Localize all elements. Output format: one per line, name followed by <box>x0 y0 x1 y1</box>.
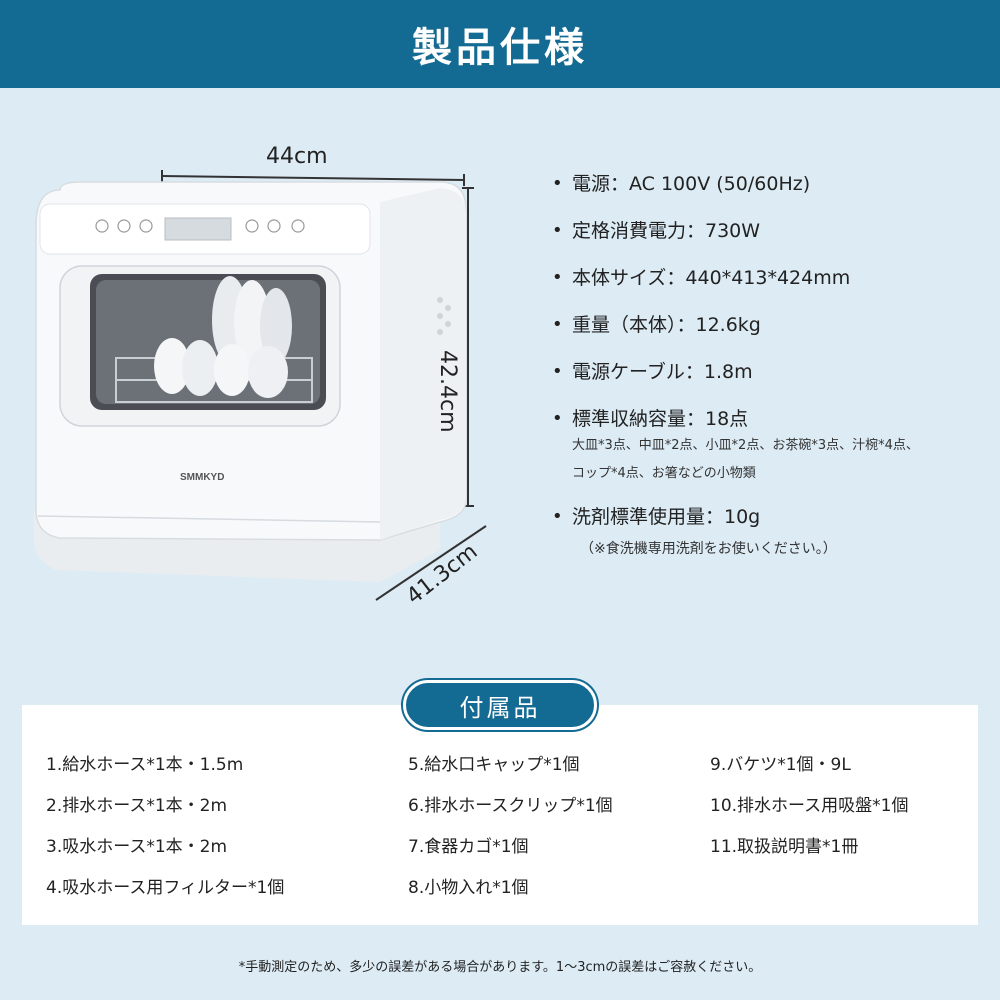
accessory-item: 11.取扱説明書*1冊 <box>710 837 859 857</box>
page-title: 製品仕様 <box>412 25 588 71</box>
accessories-column-3: 9.バケツ*1個・9L 10.排水ホース用吸盤*1個 11.取扱説明書*1冊 <box>710 752 909 875</box>
accessory-item: 3.吸水ホース*1本・2m <box>46 837 228 857</box>
accessory-item: 10.排水ホース用吸盤*1個 <box>710 796 909 816</box>
brand-logo: SMMKYD <box>180 472 224 483</box>
spec-item-detergent: 洗剤標準使用量：10g <box>552 503 992 531</box>
spec-list: 電源：AC 100V (50/60Hz) 定格消費電力：730W 本体サイズ：4… <box>552 170 992 558</box>
spec-item-power: 電源：AC 100V (50/60Hz) <box>552 170 992 198</box>
accessory-item: 1.給水ホース*1本・1.5m <box>46 755 244 775</box>
spec-item-cable: 電源ケーブル：1.8m <box>552 358 992 386</box>
accessories-title-badge: 付属品 <box>403 680 597 730</box>
spec-item-weight: 重量（本体）：12.6kg <box>552 311 992 339</box>
accessories-column-2: 5.給水口キャップ*1個 6.排水ホースクリップ*1個 7.食器カゴ*1個 8.… <box>408 752 613 916</box>
accessory-item: 5.給水口キャップ*1個 <box>408 755 580 775</box>
dishwasher-image: SMMKYD <box>34 170 487 601</box>
accessory-item: 8.小物入れ*1個 <box>408 878 529 898</box>
spec-detergent-note: （※食洗機専用洗剤をお使いください。） <box>580 541 837 557</box>
accessories-panel <box>22 705 978 925</box>
accessories-column-1: 1.給水ホース*1本・1.5m 2.排水ホース*1本・2m 3.吸水ホース*1本… <box>46 752 284 916</box>
spec-item-size: 本体サイズ：440*413*424mm <box>552 264 992 292</box>
accessory-item: 7.食器カゴ*1個 <box>408 837 529 857</box>
accessory-item: 4.吸水ホース用フィルター*1個 <box>46 878 285 898</box>
accessory-item: 2.排水ホース*1本・2m <box>46 796 228 816</box>
accessory-item: 6.排水ホースクリップ*1個 <box>408 796 613 816</box>
accessory-item: 9.バケツ*1個・9L <box>710 755 851 775</box>
spec-item-capacity: 標準収納容量：18点 大皿*3点、中皿*2点、小皿*2点、お茶碗*3点、汁椀*4… <box>552 405 992 489</box>
spec-capacity-detail-2: コップ*4点、お箸などの小物類 <box>572 466 756 481</box>
spec-capacity-text: 標準収納容量：18点 <box>572 408 749 430</box>
header-banner: 製品仕様 <box>0 0 1000 88</box>
spec-item-consumption: 定格消費電力：730W <box>552 217 992 245</box>
dim-width-label: 44cm <box>266 144 328 169</box>
dim-height-label: 42.4cm <box>435 350 460 433</box>
product-illustration: SMMKYD 44cm 42.4cm 41.3cm <box>20 130 540 650</box>
spec-capacity-detail-1: 大皿*3点、中皿*2点、小皿*2点、お茶碗*3点、汁椀*4点、 <box>572 438 919 453</box>
accessories-title: 付属品 <box>459 693 541 722</box>
footnote: *手動測定のため、多少の誤差がある場合があります。1〜3cmの誤差はご容赦くださ… <box>238 960 762 975</box>
